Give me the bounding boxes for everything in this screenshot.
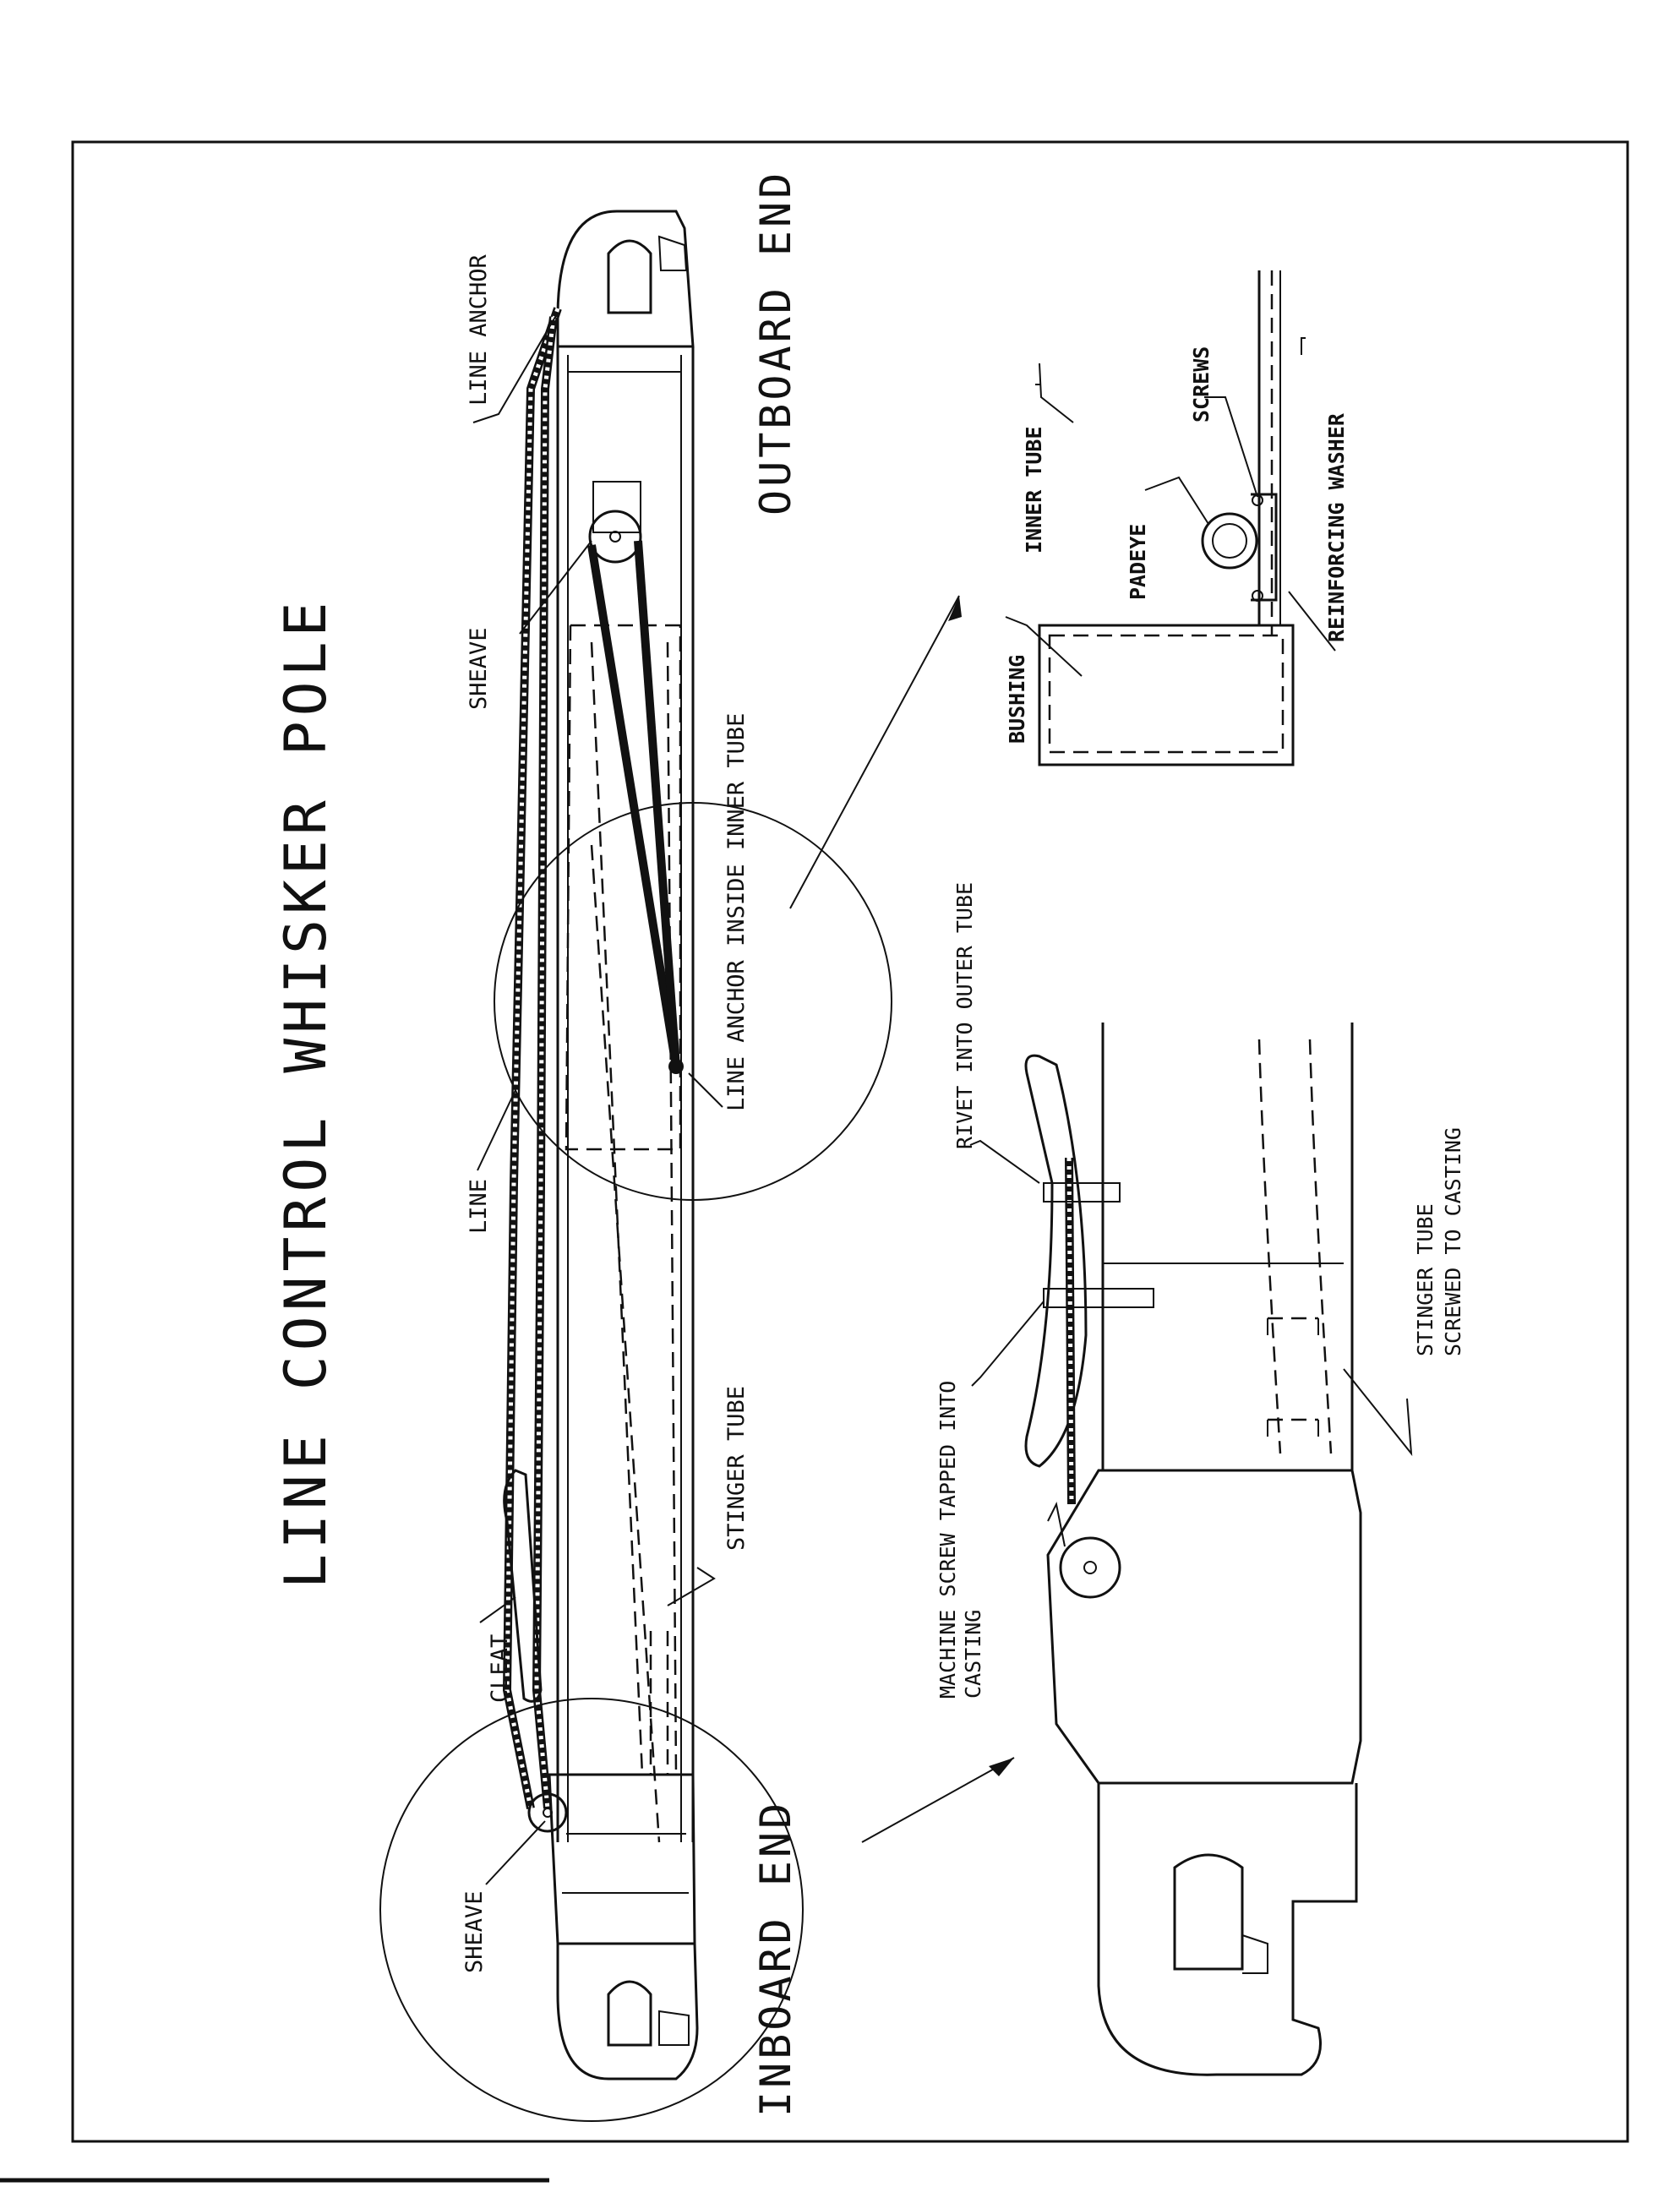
screw-icon xyxy=(1252,590,1263,602)
bushing-block xyxy=(1038,624,1295,766)
rivet-icon xyxy=(1043,1182,1121,1203)
outboard-detail-arrow xyxy=(789,595,960,909)
inboard-sheave-icon xyxy=(527,1792,568,1833)
outboard-detail xyxy=(1005,270,1336,766)
outboard-jaw xyxy=(607,239,652,314)
line-anchor-inside-label: LINE ANCHOR INSIDE INNER TUBE xyxy=(723,713,750,1111)
cleat-label: CLEAT xyxy=(487,1634,513,1703)
inner-line-anchor-icon xyxy=(668,1059,684,1074)
padeye-icon xyxy=(1201,512,1258,570)
sheave-top-label: SHEAVE xyxy=(466,627,492,710)
inboard-detail xyxy=(969,1023,1413,2076)
stinger-tube-label: STINGER TUBE xyxy=(723,1386,750,1551)
rivet-label: RIVET INTO OUTER TUBE xyxy=(952,882,977,1149)
detail-end-fitting xyxy=(1097,1783,1358,2076)
detail-cleat-icon xyxy=(1024,1054,1088,1468)
inboard-end-label: INBOARD END xyxy=(751,1800,800,2117)
outboard-detail-circle xyxy=(494,802,892,1201)
inboard-detail-circle xyxy=(379,1698,804,2122)
inboard-jaw xyxy=(607,1980,652,2047)
inboard-detail-arrow xyxy=(861,1757,1015,1843)
outboard-end-label: OUTBOARD END xyxy=(751,170,800,515)
machine-screw-label-1: MACHINE SCREW TAPPED INTO xyxy=(935,1381,960,1699)
reinforcing-washer-icon xyxy=(1251,493,1278,602)
reinforcing-washer-label: REINFORCING WASHER xyxy=(1324,412,1349,642)
inboard-end-fitting xyxy=(556,1943,699,2081)
main-pole xyxy=(502,210,699,2081)
line-label: LINE xyxy=(466,1179,492,1234)
inboard-casting xyxy=(548,1773,696,1945)
detail-jaw xyxy=(1173,1853,1244,1971)
outboard-plunger xyxy=(657,235,688,271)
page-border xyxy=(71,140,1629,2143)
stinger-screwed-label-2: SCREWED TO CASTING xyxy=(1441,1127,1465,1356)
diagram-title: LINE CONTROL WHISKER POLE xyxy=(273,597,340,1590)
sheave-bottom-label: SHEAVE xyxy=(461,1890,488,1973)
detail-sheave-icon xyxy=(1059,1536,1121,1599)
inner-tube-label: INNER TUBE xyxy=(1022,426,1046,554)
line-anchor-label: LINE ANCHOR xyxy=(466,254,492,406)
outboard-end-fitting xyxy=(556,210,695,348)
cleat-icon xyxy=(503,1469,543,1703)
bushing-label: BUSHING xyxy=(1005,655,1029,744)
sheave-block xyxy=(592,481,641,533)
machine-screw-label-2: CASTING xyxy=(961,1610,985,1699)
screws-label: SCREWS xyxy=(1189,346,1214,423)
detail-casting xyxy=(1046,1469,1362,1785)
outboard-sheave-icon xyxy=(588,510,642,564)
padeye-label: PADEYE xyxy=(1126,524,1150,600)
stinger-screwed-label-1: STINGER TUBE xyxy=(1413,1203,1437,1356)
machine-screw-icon xyxy=(1043,1288,1154,1308)
